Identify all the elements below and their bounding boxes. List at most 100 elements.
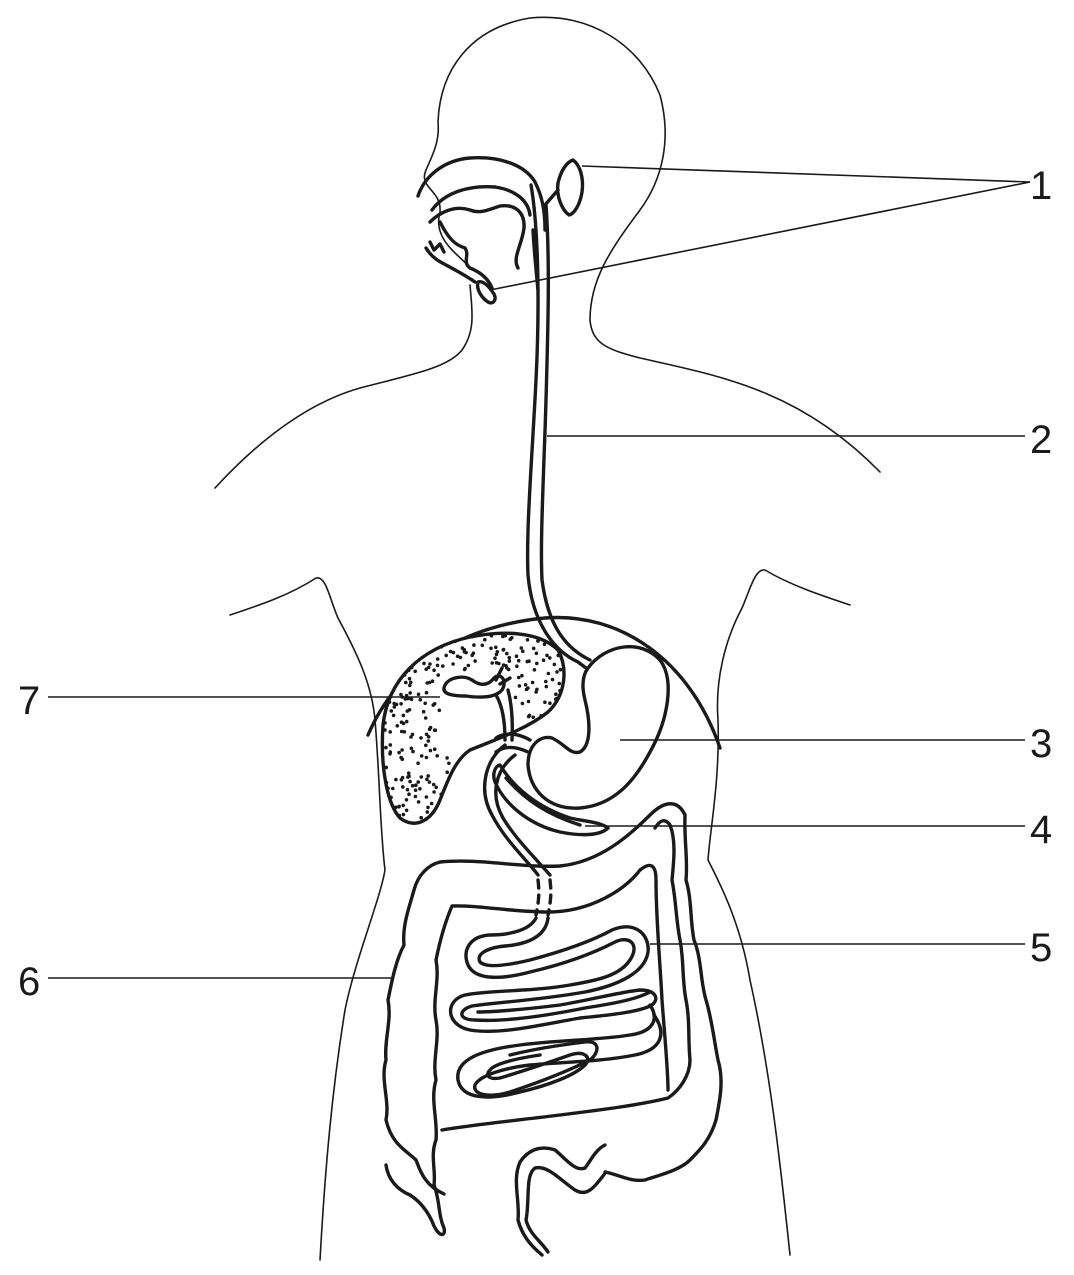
liver-dot bbox=[419, 775, 424, 779]
label-7: 7 bbox=[18, 679, 41, 723]
label-1: 1 bbox=[1030, 164, 1053, 208]
liver-dot bbox=[494, 645, 498, 650]
submandibular-gland bbox=[475, 280, 497, 305]
liver-dot bbox=[535, 661, 539, 666]
label-2: 2 bbox=[1030, 418, 1053, 462]
liver-dot bbox=[530, 680, 535, 685]
liver-dot bbox=[399, 702, 403, 706]
label-4: 4 bbox=[1030, 808, 1053, 852]
liver-dot bbox=[424, 795, 429, 799]
liver-dot bbox=[407, 708, 412, 712]
liver-dot bbox=[404, 798, 409, 802]
liver-dot bbox=[532, 668, 537, 672]
liver-dot bbox=[405, 787, 410, 792]
liver-dot bbox=[444, 653, 449, 658]
liver-dot bbox=[429, 801, 434, 806]
liver-dot bbox=[389, 795, 393, 800]
label-6: 6 bbox=[18, 960, 41, 1004]
salivary-glands bbox=[475, 158, 585, 305]
liver-dot bbox=[505, 651, 509, 656]
liver-dot bbox=[526, 699, 531, 704]
liver-dot bbox=[407, 676, 412, 681]
liver-dot bbox=[416, 780, 421, 784]
liver-dot bbox=[399, 729, 404, 734]
liver-dot bbox=[384, 745, 388, 750]
liver-dot bbox=[397, 750, 401, 755]
liver-dot bbox=[392, 701, 397, 706]
liver-dot bbox=[542, 642, 547, 646]
mouth-cavity bbox=[416, 156, 547, 292]
liver-dot bbox=[507, 659, 512, 663]
liver-dot bbox=[410, 783, 415, 788]
stomach bbox=[526, 644, 670, 810]
liver-dot bbox=[419, 754, 424, 758]
liver-dot bbox=[501, 663, 506, 667]
liver-dot bbox=[455, 654, 460, 659]
liver-dot bbox=[557, 681, 562, 686]
liver-dot bbox=[470, 635, 474, 639]
liver-dot bbox=[525, 638, 530, 642]
liver-dot bbox=[506, 667, 511, 672]
liver-dot bbox=[401, 803, 406, 808]
liver-dot bbox=[458, 655, 463, 660]
liver-dot bbox=[416, 761, 420, 765]
liver-dot bbox=[447, 761, 451, 766]
liver-dot bbox=[419, 736, 423, 740]
liver-dot bbox=[520, 673, 524, 678]
liver-dot bbox=[409, 697, 414, 701]
liver-dot bbox=[407, 792, 411, 796]
liver-dot bbox=[386, 786, 390, 791]
liver-dot bbox=[413, 794, 418, 799]
liver-dot bbox=[523, 683, 528, 687]
liver-dot bbox=[552, 662, 557, 667]
liver-dot bbox=[543, 700, 547, 704]
liver-dot bbox=[434, 785, 439, 790]
liver-dot bbox=[462, 650, 467, 654]
liver-dot bbox=[422, 661, 426, 666]
liver-dot bbox=[521, 649, 525, 654]
liver-dot bbox=[400, 748, 404, 752]
liver-dot bbox=[544, 679, 548, 684]
label-3: 3 bbox=[1030, 722, 1053, 766]
liver-dot bbox=[409, 746, 414, 751]
liver-dot bbox=[554, 692, 558, 696]
liver-dot bbox=[432, 747, 437, 751]
liver-dot bbox=[515, 664, 519, 668]
liver-dot bbox=[424, 690, 429, 695]
liver-dot bbox=[410, 732, 415, 737]
liver-dot bbox=[384, 780, 389, 785]
liver-dot bbox=[424, 732, 429, 737]
liver-dot bbox=[409, 680, 413, 685]
liver-dot bbox=[402, 673, 407, 677]
liver-dot bbox=[483, 637, 487, 642]
liver-dot bbox=[395, 724, 400, 728]
liver-dot bbox=[473, 659, 477, 663]
liver-dot bbox=[408, 779, 412, 784]
liver-dot bbox=[404, 719, 409, 724]
liver-dot bbox=[466, 663, 471, 668]
liver-dot bbox=[494, 652, 499, 657]
liver-dot bbox=[407, 668, 411, 673]
liver-dot bbox=[544, 684, 549, 689]
liver-dot bbox=[501, 647, 506, 652]
small-intestine bbox=[448, 916, 663, 1099]
body-outline bbox=[214, 16, 881, 1261]
liver-dot bbox=[424, 755, 429, 760]
liver-dot bbox=[387, 700, 392, 704]
liver-dot bbox=[451, 662, 455, 666]
liver-dot bbox=[435, 754, 440, 758]
pancreas bbox=[492, 763, 610, 837]
liver-dot bbox=[520, 701, 525, 706]
liver-dot bbox=[460, 646, 465, 650]
liver-dot bbox=[432, 702, 437, 706]
liver-dot bbox=[423, 701, 428, 706]
liver-dot bbox=[445, 756, 449, 760]
liver-dot bbox=[431, 782, 436, 787]
liver-dot bbox=[439, 792, 444, 797]
liver-dot bbox=[513, 695, 518, 700]
liver-dot bbox=[425, 810, 430, 814]
liver-dot bbox=[418, 697, 423, 702]
liver-dot bbox=[531, 646, 536, 651]
liver-dot bbox=[508, 637, 513, 641]
